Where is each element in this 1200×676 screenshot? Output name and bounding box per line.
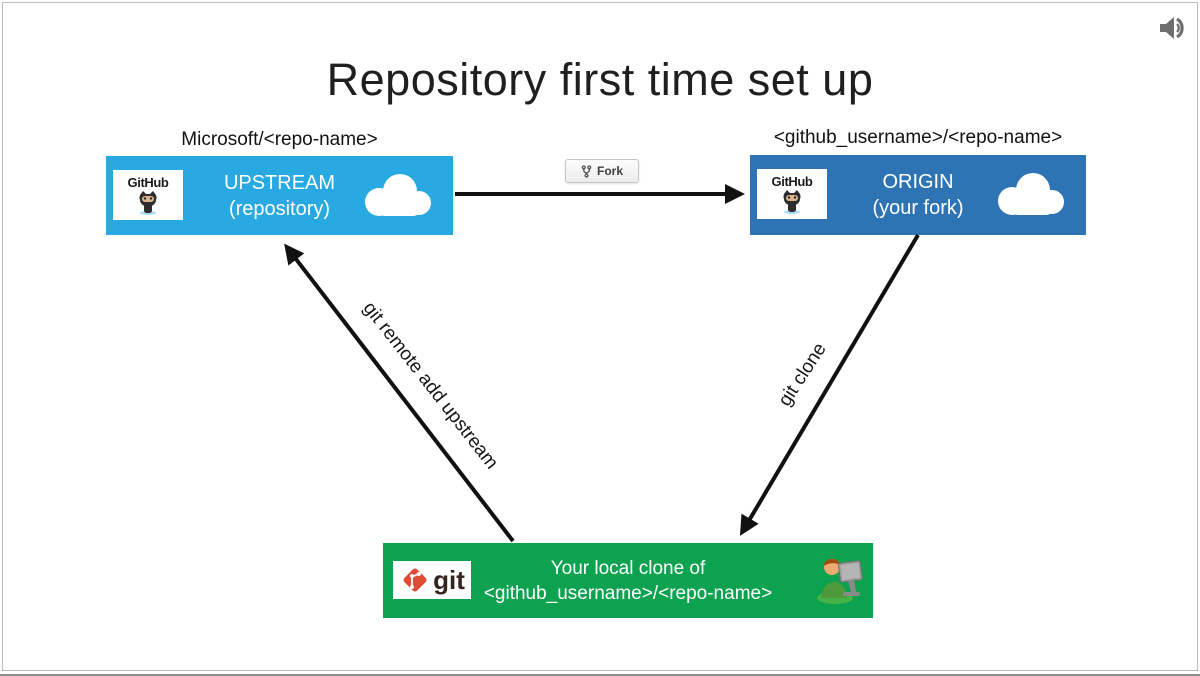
github-wordmark: GitHub (127, 174, 169, 190)
upstream-text: UPSTREAM (repository) (106, 156, 453, 235)
cloud-icon (998, 173, 1064, 215)
fork-button[interactable]: Fork (565, 159, 639, 183)
bottom-border (0, 674, 1200, 676)
octocat-icon (783, 189, 801, 214)
fork-button-label: Fork (596, 164, 623, 178)
origin-text: ORIGIN (your fork) (750, 155, 1086, 235)
local-clone-title: Your local clone of (550, 557, 706, 579)
upstream-repo-label: Microsoft/<repo-name> (181, 129, 378, 150)
origin-repo-label: <github_username>/<repo-name> (773, 127, 1063, 148)
fork-icon (581, 164, 592, 178)
speaker-icon-glyph (1160, 17, 1184, 39)
arrow-git-clone (739, 233, 920, 536)
node-local-clone: git Your local clone of <github_username… (383, 543, 873, 618)
github-wordmark: GitHub (771, 173, 813, 189)
node-upstream: GitHub UPSTREAM (repository) (106, 156, 453, 235)
local-clone-subtitle: <github_username>/<repo-name> (483, 582, 773, 604)
github-logo: GitHub (113, 170, 183, 220)
upstream-title: UPSTREAM (223, 171, 336, 194)
cloud-icon (365, 174, 431, 216)
edge-label-git-remote-add-upstream: git remote add upstream (358, 298, 503, 474)
arrow-git-remote-add-upstream (284, 243, 515, 543)
github-logo: GitHub (757, 169, 827, 219)
origin-title: ORIGIN (882, 171, 954, 193)
edge-label-git-clone: git clone (774, 339, 831, 411)
speaker-icon[interactable] (1157, 15, 1187, 41)
node-origin: GitHub ORIGIN (your fork) (750, 155, 1086, 235)
git-logo-icon (403, 568, 427, 592)
git-logo: git (393, 561, 471, 599)
octocat-icon (139, 190, 157, 215)
upstream-subtitle: (repository) (228, 197, 331, 220)
git-wordmark: git (433, 565, 465, 595)
person-at-computer-icon (817, 558, 863, 604)
local-clone-text: Your local clone of <github_username>/<r… (383, 543, 873, 618)
origin-subtitle: (your fork) (872, 197, 964, 219)
page-title: Repository first time set up (326, 54, 874, 106)
